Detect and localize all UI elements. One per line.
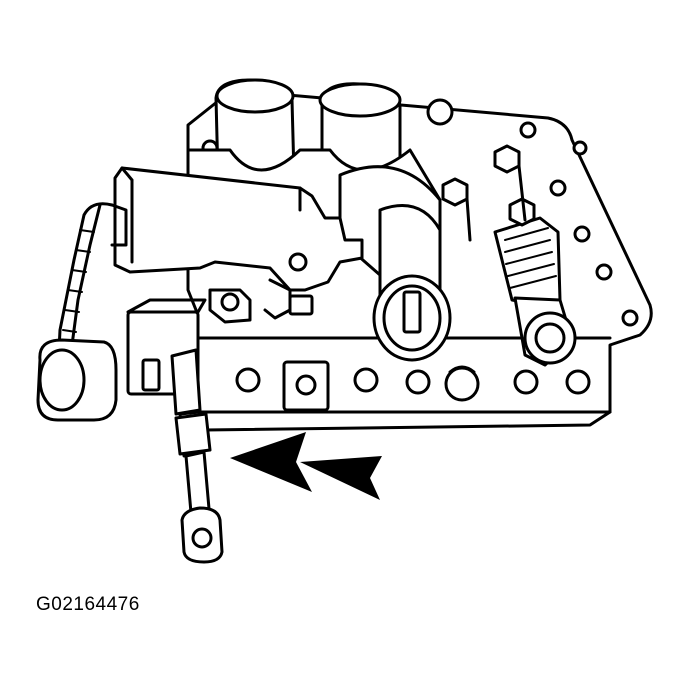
solenoid-left <box>214 78 296 180</box>
direction-arrows <box>230 432 382 500</box>
wiring-harness <box>36 202 128 422</box>
figure-id-label: G02164476 <box>36 594 140 615</box>
threaded-fitting <box>493 216 577 367</box>
solenoid-right <box>318 82 402 177</box>
selector-shaft <box>170 348 224 564</box>
front-bore-holes <box>235 365 591 402</box>
hex-bolts <box>441 144 536 242</box>
center-spool <box>338 165 452 362</box>
